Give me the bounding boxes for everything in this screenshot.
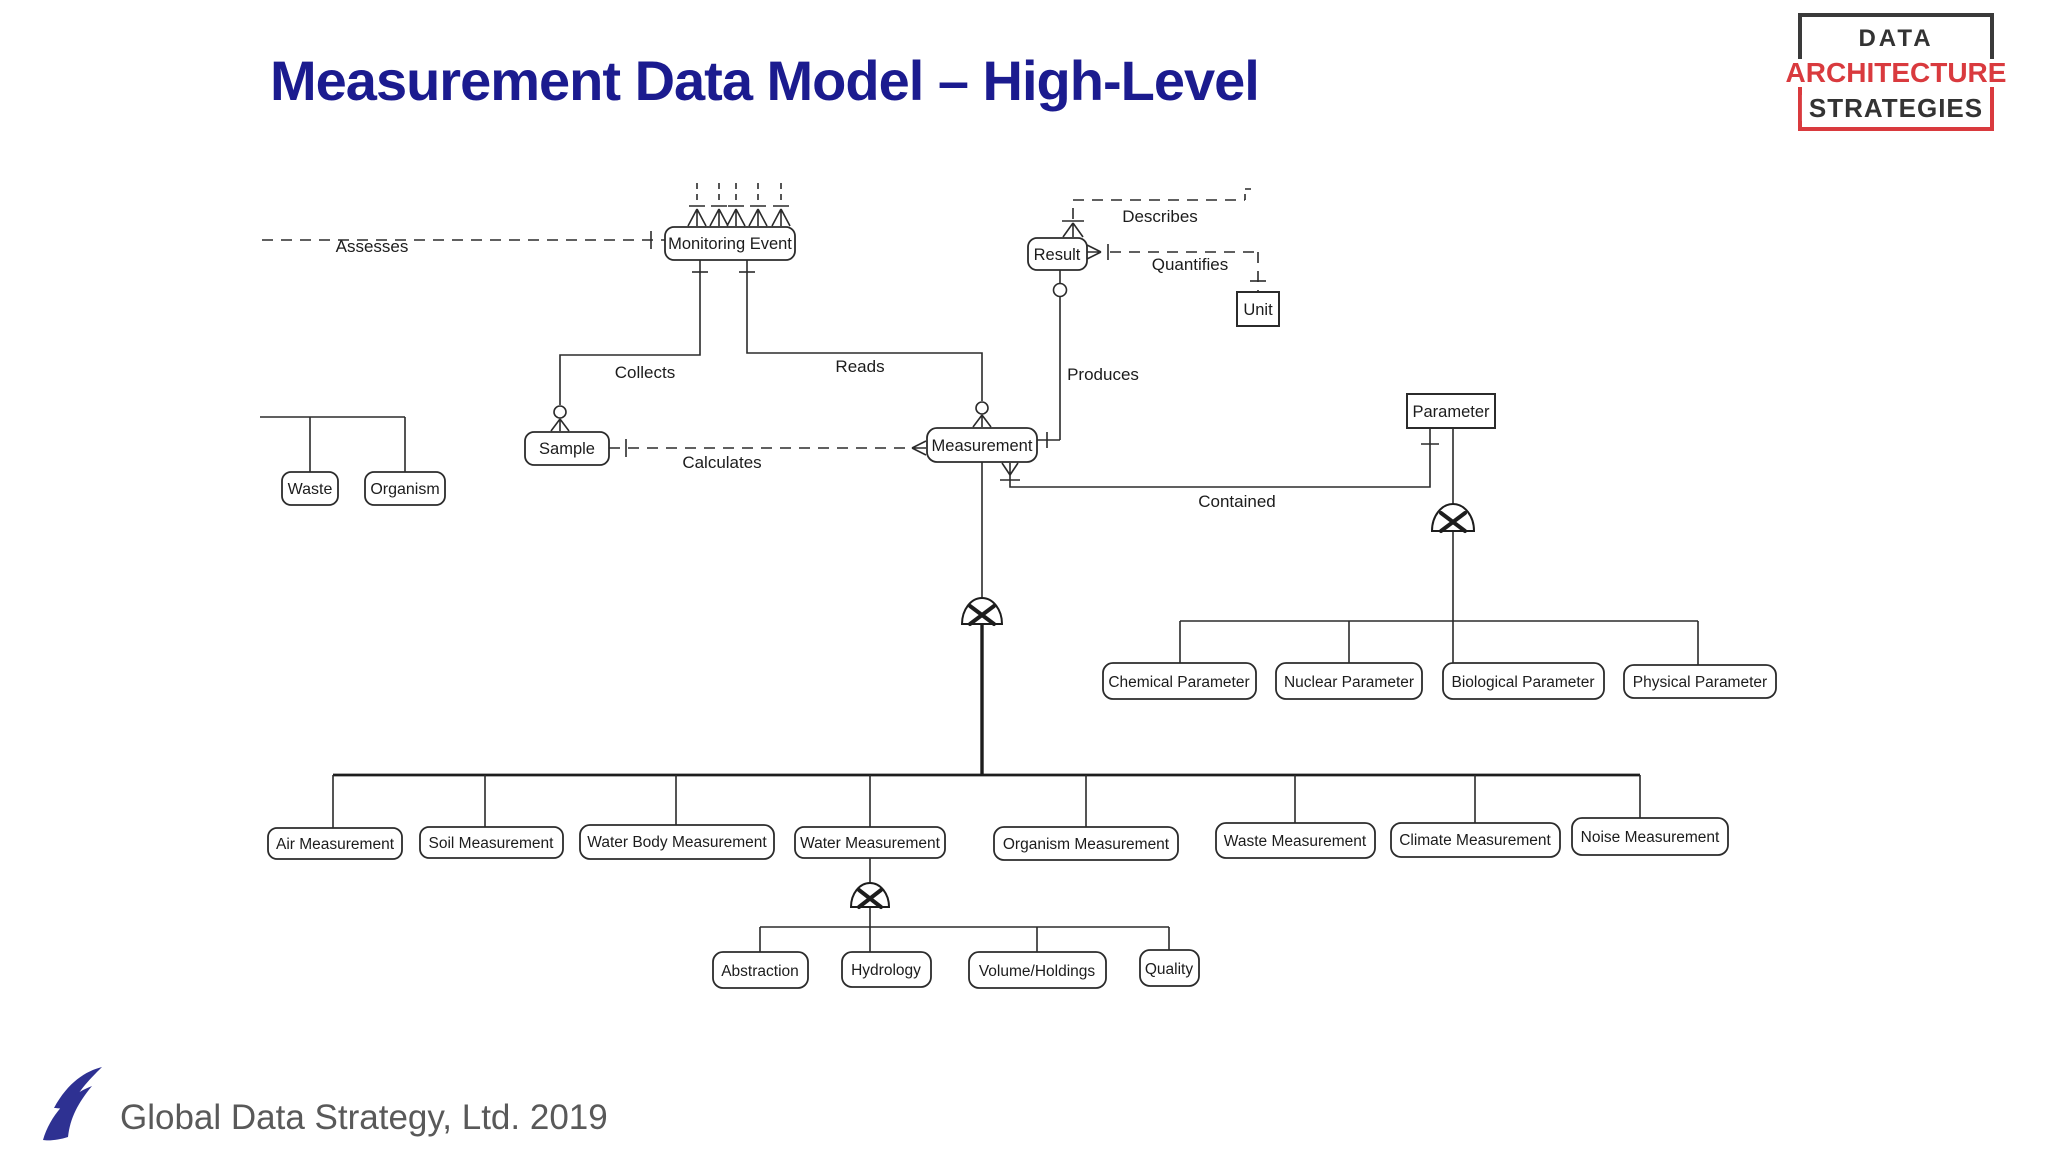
entity-label: Chemical Parameter [1108,674,1249,691]
relationship-label-collects: Collects [615,363,675,382]
entity-organism: Organism [364,471,446,506]
waste-organism-bracket [260,416,406,472]
entity-waste: Waste [281,471,339,506]
entity-label: Water Body Measurement [587,834,767,851]
entity-label: Waste Measurement [1224,833,1367,850]
entity-label: Abstraction [721,963,799,980]
logo-frame-top [1798,13,1994,71]
entity-label: Organism Measurement [1003,836,1170,853]
entity-hydrology: Hydrology [841,951,932,988]
entity-sample: Sample [524,431,610,466]
entity-label: Quality [1145,961,1193,978]
entity-chemical-parameter: Chemical Parameter [1102,662,1257,700]
entity-label: Organism [370,481,439,498]
logo-frame-bottom [1798,71,1994,131]
quantifies-line [1110,251,1259,292]
reads-optional-circle [975,401,989,415]
entity-label: Volume/Holdings [979,963,1096,980]
entity-label: Noise Measurement [1581,829,1720,846]
entity-organism-measurement: Organism Measurement [993,826,1179,861]
produces-line [1037,270,1061,441]
entity-nuclear-parameter: Nuclear Parameter [1275,662,1423,700]
relationship-label-contained: Contained [1198,492,1276,511]
monitoring-event-incoming-stubs [687,183,791,227]
entity-monitoring-event: Monitoring Event [664,226,796,261]
water-subtype-tree [759,907,1170,952]
entity-abstraction: Abstraction [712,951,809,989]
entity-label: Nuclear Parameter [1284,674,1414,691]
entity-label: Soil Measurement [429,835,555,852]
quantifies-crowfoot [1086,244,1102,260]
entity-biological-parameter: Biological Parameter [1442,662,1605,700]
entity-label: Hydrology [851,962,921,979]
collects-optional-circle [553,405,567,419]
page-title: Measurement Data Model – High-Level [270,49,1260,112]
describes-hook [1244,188,1256,200]
entity-label: Physical Parameter [1633,674,1767,691]
entity-label: Parameter [1412,403,1490,421]
global-data-strategy-logo [43,1067,102,1141]
collects-crowfoot [550,418,570,432]
footer: Global Data Strategy, Ltd. 2019 [38,1066,608,1142]
entity-parameter: Parameter [1406,393,1496,429]
entity-label: Measurement [932,437,1033,455]
entity-climate-measurement: Climate Measurement [1390,822,1561,858]
describes-crowfoot [1062,222,1084,238]
entity-label: Waste [288,481,333,498]
collects-line [559,260,701,405]
entity-label: Sample [539,440,595,458]
entity-label: Biological Parameter [1451,674,1594,691]
contained-crowfoot [1001,462,1019,476]
entity-air-measurement: Air Measurement [267,827,403,860]
entity-volume-holdings: Volume/Holdings [968,951,1107,989]
entity-water-body-measurement: Water Body Measurement [579,824,775,860]
produces-optional-circle [1052,282,1068,298]
entity-label: Water Measurement [800,835,941,852]
entity-water-measurement: Water Measurement [794,826,946,859]
entity-physical-parameter: Physical Parameter [1623,664,1777,699]
xor-symbol-measurement [960,597,1004,626]
data-architecture-strategies-logo: DATA ARCHITECTURE STRATEGIES [1778,13,2014,131]
entity-label: Air Measurement [276,836,395,853]
relationship-label-calculates: Calculates [682,453,761,472]
calculates-crowfoot [911,440,927,456]
entity-label: Monitoring Event [668,235,792,253]
entity-label: Unit [1243,301,1273,319]
entity-label: Result [1034,246,1081,264]
entity-measurement: Measurement [926,427,1038,463]
entity-unit: Unit [1236,291,1280,327]
logo-text-data: DATA [1851,27,1941,51]
entity-label: Climate Measurement [1399,832,1551,849]
parameter-subtype-tree [1179,531,1699,665]
measurement-subtype-drops [332,775,1641,828]
relationship-label-assesses: Assesses [336,237,409,256]
relationship-label-reads: Reads [835,357,884,376]
entity-soil-measurement: Soil Measurement [419,826,564,859]
entity-noise-measurement: Noise Measurement [1571,817,1729,856]
footer-text: Global Data Strategy, Ltd. 2019 [120,1098,608,1137]
xor-symbol-water-measurement [849,882,891,909]
contained-line [1009,428,1431,488]
describes-line [1072,199,1245,219]
relationship-label-quantifies: Quantifies [1152,255,1229,274]
logo-text-architecture: ARCHITECTURE [1778,59,2014,87]
entity-waste-measurement: Waste Measurement [1215,822,1376,859]
entity-result: Result [1027,237,1088,271]
logo-text-strategies: STRATEGIES [1801,95,1991,121]
reads-crowfoot [972,414,992,428]
relationship-label-describes: Describes [1122,207,1198,226]
relationship-label-produces: Produces [1067,365,1139,384]
reads-line [746,260,983,401]
entity-quality: Quality [1139,949,1200,987]
xor-symbol-parameter [1430,503,1476,533]
